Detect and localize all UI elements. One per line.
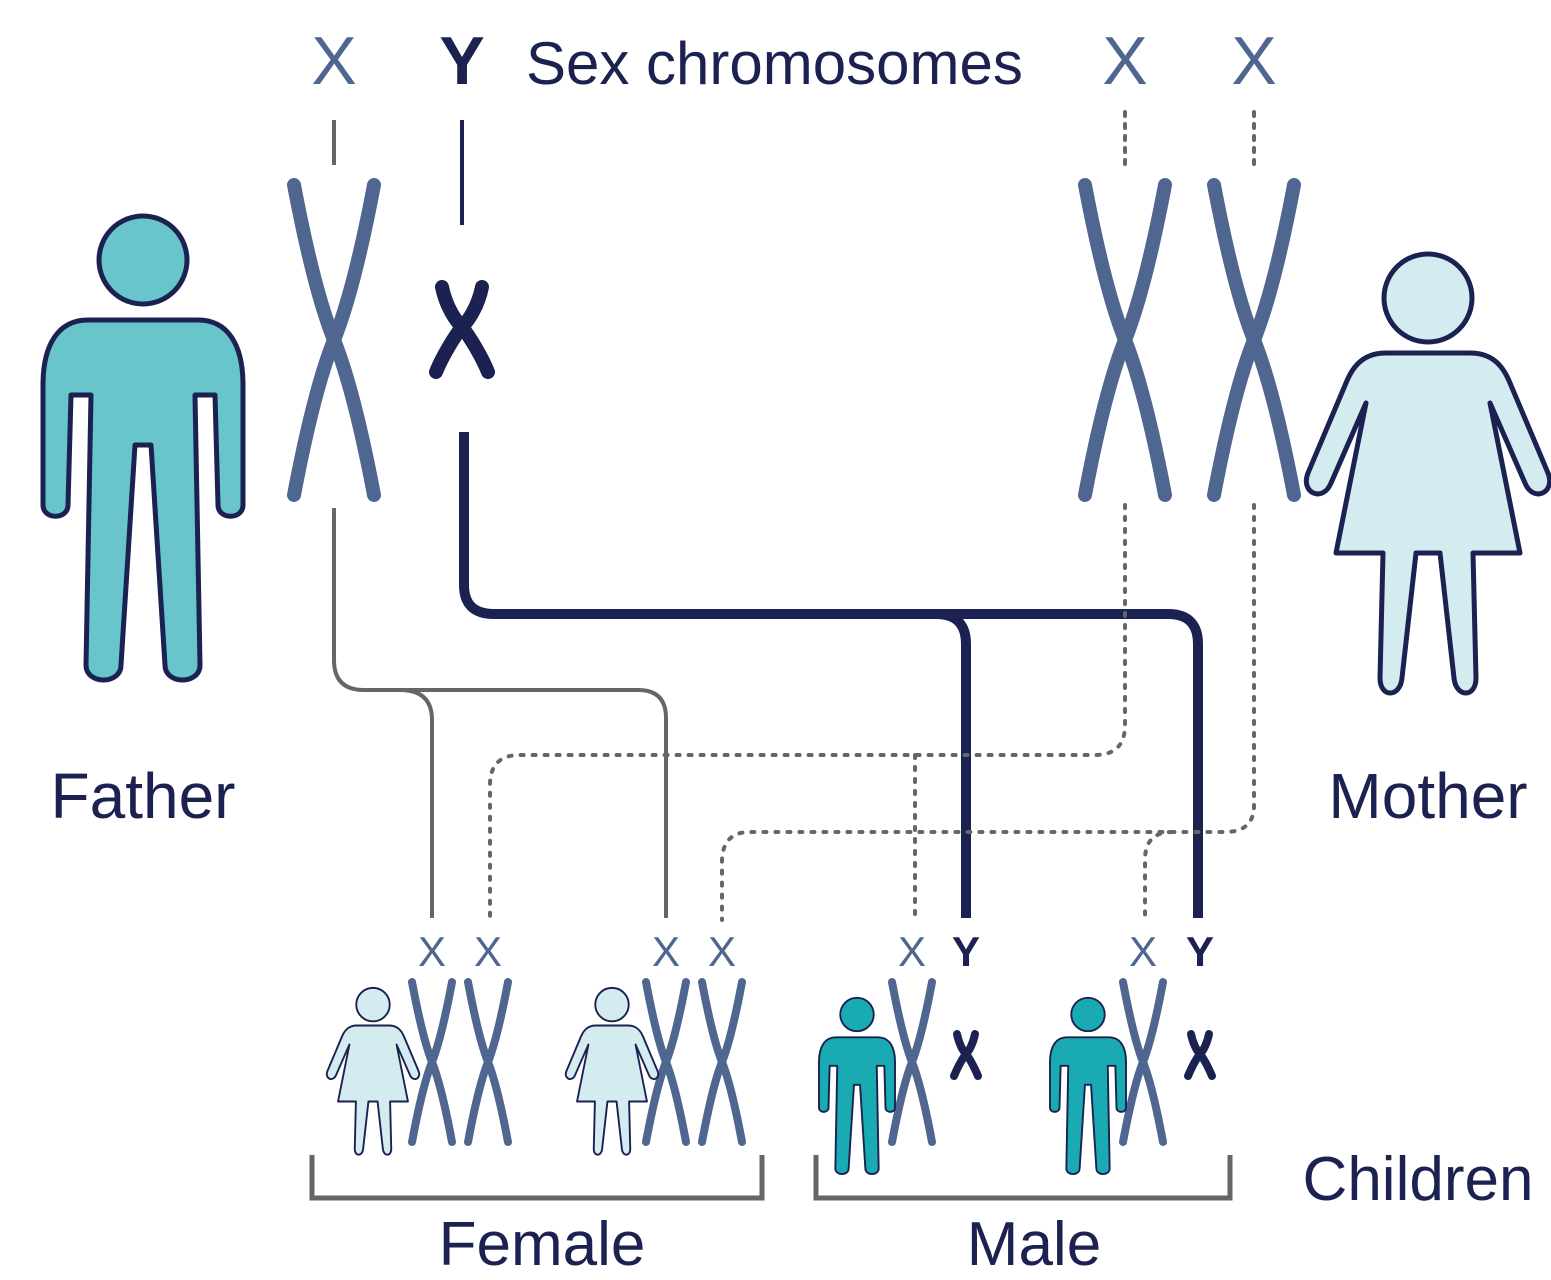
child3-x-chromosome [892,982,932,1142]
father-y-line-to-son1 [936,614,966,918]
child4-chrom1-label: X [1129,928,1157,975]
mother-x2-chromosome [1214,185,1294,495]
mother-label: Mother [1328,760,1527,832]
sex-chromosomes-title: Sex chromosomes [526,30,1023,97]
mother-figure [1306,254,1549,693]
son2-figure [1050,998,1126,1174]
daughter1-figure [327,988,419,1155]
mother-x1-label: X [1102,23,1147,99]
female-bracket [312,1155,762,1198]
child3-chrom1-label: X [898,928,926,975]
father-x-chromosome [294,185,374,495]
child1-x-chromosome-b [468,982,508,1142]
child3-y-chromosome [954,1034,978,1076]
mother-x2-line-to-son2 [1145,832,1172,920]
child1-x-chromosome-a [412,982,452,1142]
son1-figure [819,998,895,1174]
children-label: Children [1303,1145,1534,1214]
father-label: Father [51,760,236,832]
child1-chrom1-label: X [418,928,446,975]
female-label: Female [439,1210,646,1279]
child1-chrom2-label: X [474,928,502,975]
child4-x-chromosome [1123,982,1163,1142]
father-x-label: X [311,23,356,99]
father-y-line-to-son2 [464,432,1198,918]
father-figure [43,216,243,680]
child2-x-chromosome-b [702,982,742,1142]
father-x-line-to-daughter1 [400,690,432,918]
mother-x2-label: X [1231,23,1276,99]
child4-y-chromosome [1188,1034,1212,1076]
mother-x1-chromosome [1085,185,1165,495]
mother-x2-line-to-daughter2 [722,505,1254,920]
father-y-chromosome [436,287,488,372]
male-label: Male [967,1210,1101,1279]
mother-x1-line-to-daughter1 [490,505,1125,920]
child4-chrom2-label: Y [1186,928,1214,975]
child2-chrom1-label: X [652,928,680,975]
child2-chrom2-label: X [708,928,736,975]
child3-chrom2-label: Y [952,928,980,975]
father-y-label: Y [439,23,484,99]
father-x-line-to-daughter2 [334,508,666,918]
